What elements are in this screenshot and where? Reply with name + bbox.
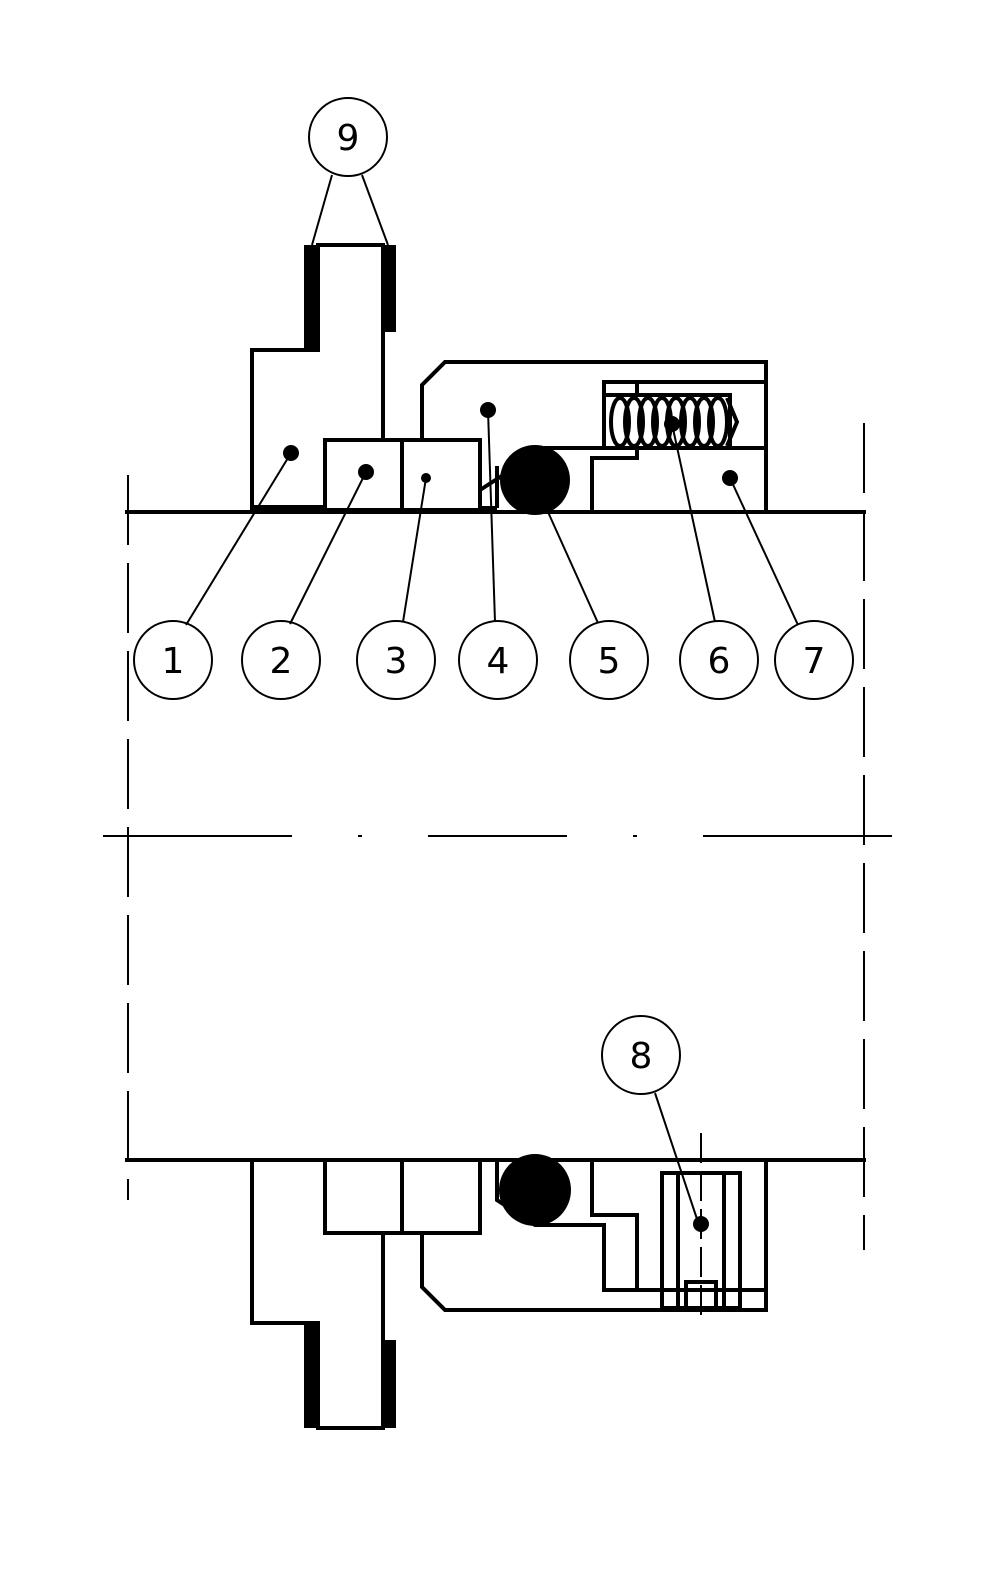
part-9-gasket-left bbox=[304, 245, 318, 350]
center-lines bbox=[103, 423, 892, 1250]
balloon-8-label: 8 bbox=[630, 1036, 653, 1077]
upper-section bbox=[250, 243, 768, 515]
part-5-o-ring-lower bbox=[499, 1154, 571, 1226]
balloon-1-label: 1 bbox=[162, 641, 185, 682]
balloon-4: 4 bbox=[458, 620, 538, 700]
leader-dots bbox=[283, 402, 738, 1232]
balloon-8: 8 bbox=[601, 1015, 681, 1095]
part-3-rotating-face-lower bbox=[400, 1158, 482, 1235]
leader-lines bbox=[185, 174, 799, 1223]
balloon-2-label: 2 bbox=[270, 641, 293, 682]
part-9-gasket-right bbox=[383, 245, 396, 332]
part-5-o-ring bbox=[500, 445, 570, 515]
balloon-5-label: 5 bbox=[598, 641, 621, 682]
balloon-1: 1 bbox=[133, 620, 213, 700]
balloon-4-label: 4 bbox=[487, 641, 510, 682]
balloon-7-label: 7 bbox=[803, 641, 826, 682]
balloon-6: 6 bbox=[679, 620, 759, 700]
part-2-stationary-face-lower bbox=[323, 1158, 404, 1235]
balloon-9: 9 bbox=[308, 97, 388, 177]
part-9-gasket-right-lower bbox=[383, 1340, 396, 1428]
balloon-5: 5 bbox=[569, 620, 649, 700]
balloon-2: 2 bbox=[241, 620, 321, 700]
balloon-6-label: 6 bbox=[708, 641, 731, 682]
lower-section bbox=[250, 1133, 768, 1430]
part-9-gasket-left-lower bbox=[304, 1323, 318, 1428]
part-3-rotating-face bbox=[400, 438, 482, 512]
balloon-3: 3 bbox=[356, 620, 436, 700]
part-4-face-holder-lower bbox=[420, 1158, 768, 1312]
balloon-9-label: 9 bbox=[337, 118, 360, 159]
balloon-3-label: 3 bbox=[385, 641, 408, 682]
balloon-7: 7 bbox=[774, 620, 854, 700]
